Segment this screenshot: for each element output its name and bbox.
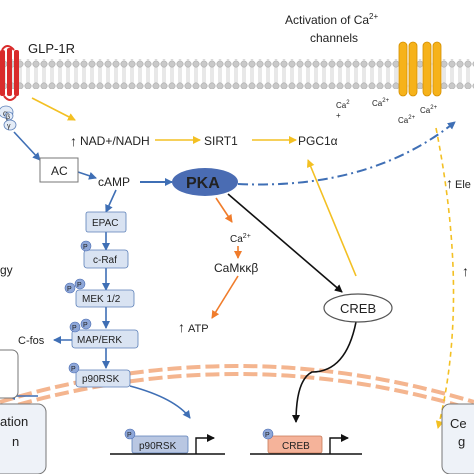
right-partial-text-3: g: [458, 434, 465, 449]
ca-ion-4: Ca2+: [398, 115, 416, 125]
gene-p90rsk-promoter: [110, 438, 225, 455]
sirt1-label: SIRT1: [204, 134, 238, 148]
arrow-pka-to-creb: [227, 193, 343, 293]
cfos-label: C-fos: [18, 335, 45, 347]
mek-box: [75, 289, 135, 308]
g-protein: α γ β: [0, 105, 17, 131]
ca-ion-2: Ca2+: [372, 98, 390, 108]
up-arrow-nad: ↑: [70, 133, 77, 149]
phospho-p90rsk: [68, 362, 80, 374]
phospho-maperk-2: [80, 318, 92, 330]
phospho-gene-creb-label: P: [265, 432, 270, 439]
arrow-gprotein-to-nad: [31, 97, 76, 121]
ca-ion-3: Ca2+: [420, 105, 438, 115]
phospho-mek-1-label: P: [67, 286, 72, 293]
left-partial-box-1: [0, 349, 19, 399]
phospho-maperk-2-label: P: [83, 322, 88, 329]
nuclear-envelope-outer: [0, 364, 474, 404]
maperk-box: [71, 329, 139, 349]
arrow-camkkb-to-atp: [211, 275, 239, 319]
ca-ion-plus: +: [336, 111, 341, 120]
camp-label: cAMP: [98, 175, 130, 189]
right-partial-text-2: Ce: [450, 416, 467, 431]
arrow-pka-to-ca2: [215, 197, 233, 223]
craf-label: c-Raf: [93, 255, 117, 266]
gene-p90rsk-box: [131, 435, 189, 454]
right-partial-box: [441, 403, 474, 474]
nad-nadh-label: NAD+/NADH: [80, 134, 150, 148]
creb-node: [323, 293, 393, 323]
pgc1a-label: PGC1α: [298, 134, 338, 148]
craf-box: [83, 249, 129, 269]
pka-node: [172, 168, 238, 196]
nuclear-envelope-inner: [0, 372, 474, 412]
phospho-craf-label: P: [83, 244, 88, 251]
glp1r-receptor: [0, 45, 19, 101]
p90rsk-box: [75, 369, 131, 388]
phospho-mek-2-label: P: [77, 282, 82, 289]
phospho-mek-1: [64, 282, 76, 294]
gene-creb-promoter: [250, 438, 362, 455]
cell-membrane: [0, 59, 474, 89]
phospho-maperk-1-label: P: [72, 325, 77, 332]
arrow-channel-to-nucleus: [435, 127, 455, 429]
arrow-gprotein-to-ac: [13, 131, 41, 161]
receptor-label: GLP-1R: [28, 41, 75, 56]
ca-channel: [398, 41, 442, 97]
gene-p90rsk-label: p90RSK: [139, 441, 177, 452]
arrow-camp-to-epac: [105, 189, 117, 213]
ca-channel-label-line1: Activation of Ca2+: [285, 12, 378, 27]
ca-channel-label-line2: channels: [310, 31, 358, 45]
phospho-mek-2: [74, 278, 86, 290]
atp-label: ATP: [188, 323, 209, 335]
ac-label: AC: [51, 164, 68, 178]
left-partial-text-1: gy: [0, 263, 13, 277]
left-partial-text-2: ation: [0, 414, 28, 429]
ca-ion-1: Ca2: [336, 100, 350, 110]
phospho-gene-creb: [262, 428, 274, 440]
left-partial-text-3: n: [12, 434, 19, 449]
left-partial-box-2: [0, 403, 47, 474]
creb-label: CREB: [340, 301, 376, 316]
phospho-craf: [80, 240, 92, 252]
right-up-arrow-2: ↑: [462, 263, 469, 279]
right-up-arrow-1: ↑: [446, 175, 453, 191]
ca2-cyto-label: Ca2+: [230, 233, 251, 245]
arrow-p90rsk-to-gene: [129, 385, 191, 419]
g-gamma-label: γ: [7, 123, 11, 130]
arrow-creb-to-gene: [292, 321, 357, 423]
epac-box: [85, 211, 127, 233]
phospho-maperk-1: [69, 321, 81, 333]
ac-box: [39, 157, 79, 183]
p90rsk-label: p90RSK: [82, 374, 120, 385]
up-arrow-atp: ↑: [178, 319, 185, 335]
gene-creb-label: CREB: [282, 441, 310, 452]
epac-label: EPAC: [92, 218, 119, 229]
phospho-gene-p90rsk-label: P: [127, 432, 132, 439]
phospho-p90rsk-label: P: [71, 366, 76, 373]
maperk-label: MAP/ERK: [77, 335, 122, 346]
pka-label: PKA: [186, 175, 220, 192]
phospho-gene-p90rsk: [124, 428, 136, 440]
arrow-creb-to-pgc1a: [306, 159, 357, 277]
arrow-ac-to-camp: [77, 171, 97, 180]
mek-label: MEK 1/2: [82, 294, 121, 305]
g-beta-label: β: [6, 114, 10, 121]
gene-creb-box: [267, 435, 323, 454]
camkkb-label: CaMκκβ: [214, 261, 258, 275]
right-partial-text-1: Ele: [455, 179, 471, 191]
arrow-pka-to-ca-entry: [237, 121, 456, 186]
